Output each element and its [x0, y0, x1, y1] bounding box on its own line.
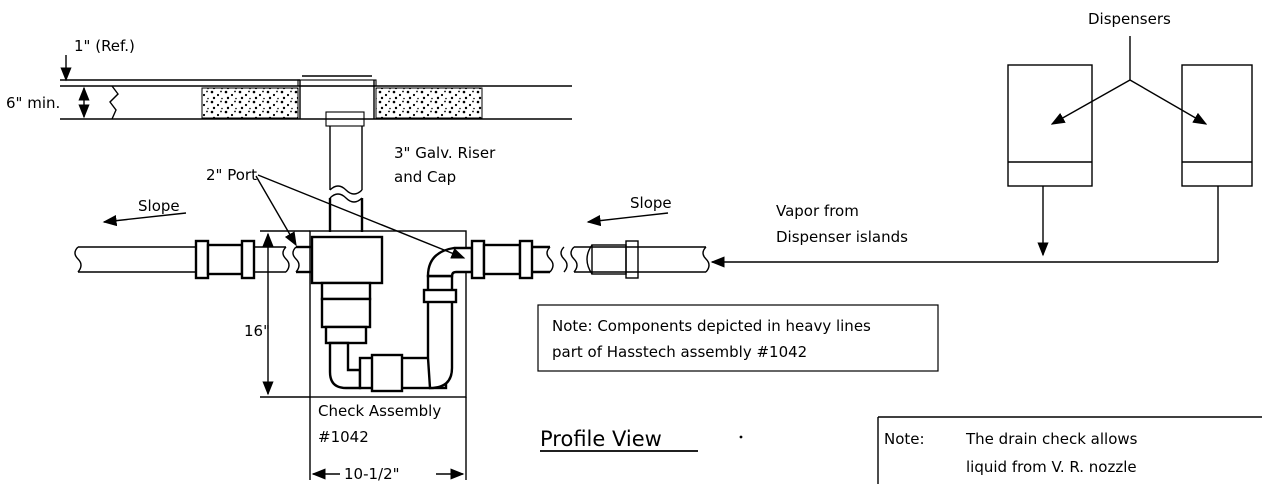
sump-box — [309, 230, 467, 398]
ref-dimension: 1" (Ref.) — [60, 37, 300, 82]
left-vapor-line — [74, 239, 312, 280]
concrete-fill-left — [201, 87, 299, 119]
slope-right-indicator: Slope — [586, 194, 672, 227]
vapor-label-line2: Dispenser islands — [776, 228, 908, 246]
concrete-fill-right — [375, 87, 483, 119]
drain-note-label: Note: — [884, 430, 925, 448]
galvanized-riser — [325, 111, 365, 232]
vapor-label-line1: Vapor from — [776, 202, 859, 220]
drain-note-line2: liquid from V. R. nozzle — [966, 458, 1137, 476]
slope-left-label: Slope — [138, 197, 180, 215]
right-vapor-line — [470, 239, 710, 280]
height-dimension: 16" — [244, 230, 310, 398]
riser-label-line1: 3" Galv. Riser — [394, 144, 496, 162]
dispenser-left — [1007, 64, 1093, 187]
dispenser-vapor-lines — [710, 186, 1219, 268]
port-callout: 2" Port — [206, 166, 466, 259]
min-depth-label: 6" min. — [6, 94, 60, 112]
min-depth-dimension: 6" min. — [6, 85, 112, 120]
pavement-slab — [109, 75, 572, 120]
check-assembly-components — [310, 235, 474, 393]
width-label: 10-1/2" — [344, 465, 400, 483]
dispensers-label: Dispensers — [1088, 10, 1171, 28]
heavy-lines-note-line2: part of Hasstech assembly #1042 — [552, 343, 807, 361]
slope-right-label: Slope — [630, 194, 672, 212]
width-dimension: 10-1/2" — [309, 397, 467, 483]
heavy-lines-note: Note: Components depicted in heavy lines… — [537, 304, 939, 372]
port-label: 2" Port — [206, 166, 257, 184]
drain-note-line1: The drain check allows — [965, 430, 1138, 448]
stray-mark — [739, 435, 743, 439]
dispensers-pointers — [1050, 36, 1208, 125]
ref-label: 1" (Ref.) — [74, 37, 135, 55]
heavy-lines-note-line1: Note: Components depicted in heavy lines — [552, 317, 871, 335]
check-assembly-label-line2: #1042 — [318, 428, 369, 446]
view-title: Profile View — [540, 427, 662, 451]
drain-check-note: Note: The drain check allows liquid from… — [877, 416, 1262, 484]
dispenser-right — [1181, 64, 1253, 187]
slope-left-indicator: Slope — [102, 197, 187, 227]
check-assembly-label-line1: Check Assembly — [318, 402, 441, 420]
riser-label-line2: and Cap — [394, 168, 456, 186]
height-label: 16" — [244, 322, 270, 340]
